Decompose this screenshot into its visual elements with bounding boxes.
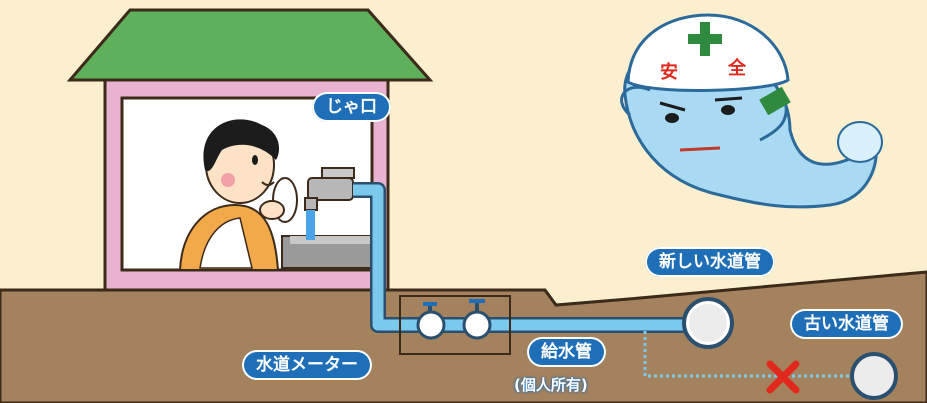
sink bbox=[281, 235, 375, 269]
service-pipe-label: 給水管 bbox=[527, 337, 606, 367]
ownership-label: (個人所有) bbox=[514, 376, 588, 394]
old-water-main bbox=[850, 352, 898, 400]
helmet-text-left: 安 bbox=[660, 62, 678, 83]
new-pipe-label: 新しい水道管 bbox=[645, 247, 775, 277]
safety-helmet bbox=[626, 13, 790, 92]
cross-icon bbox=[766, 360, 800, 394]
helmet-text-right: 全 bbox=[728, 58, 746, 79]
meter-valve-right bbox=[462, 299, 492, 340]
faucet-label: じゃ口 bbox=[312, 92, 391, 122]
roof bbox=[66, 8, 434, 82]
meter-label: 水道メーター bbox=[242, 350, 372, 380]
meter-box bbox=[399, 295, 511, 355]
girl-figure bbox=[178, 119, 298, 271]
meter-valve-left bbox=[416, 302, 446, 340]
water-stream bbox=[306, 210, 315, 240]
old-pipe-label: 古い水道管 bbox=[790, 309, 903, 339]
